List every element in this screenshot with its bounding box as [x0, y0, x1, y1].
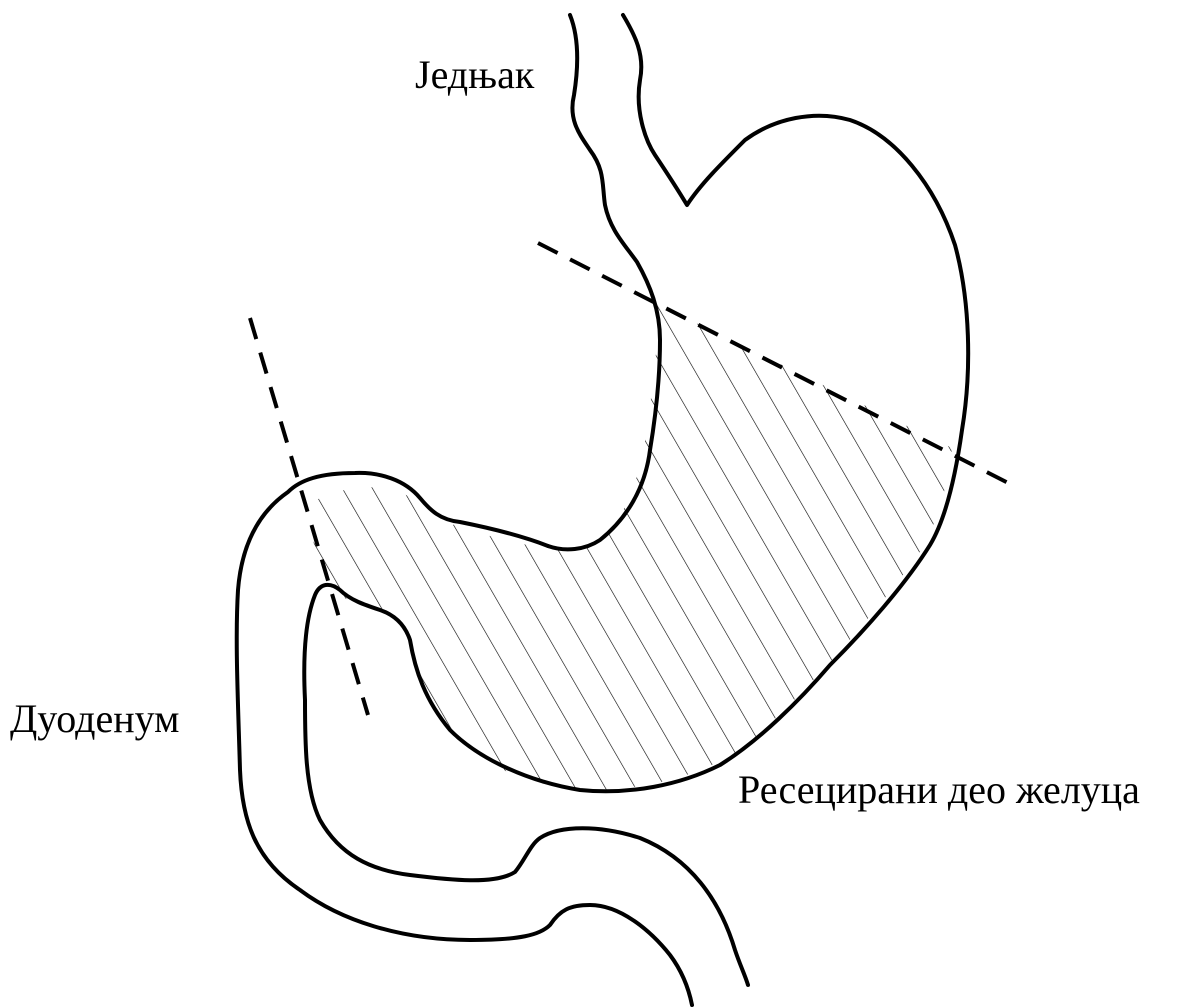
label-esophagus: Једњак	[415, 52, 535, 97]
resected-region-hatch	[308, 303, 952, 790]
label-duodenum: Дуоденум	[10, 696, 179, 741]
label-resected-part: Ресецирани део желуца	[738, 767, 1140, 812]
